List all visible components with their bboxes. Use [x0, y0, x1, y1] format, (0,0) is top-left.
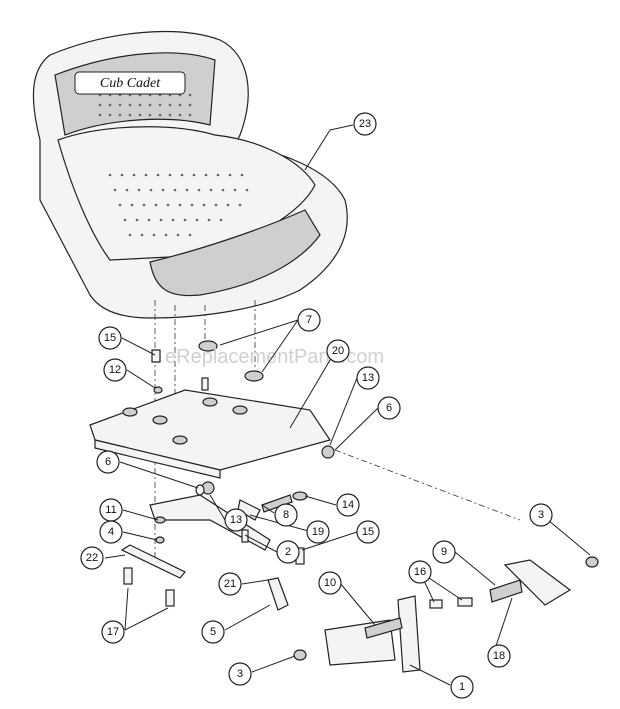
svg-text:11: 11: [105, 504, 116, 516]
washer-7a: [198, 340, 218, 352]
svg-text:6: 6: [386, 402, 392, 414]
svg-text:10: 10: [324, 577, 336, 589]
bolt-17b: [165, 589, 175, 607]
washer-13b: [195, 484, 205, 496]
seat: Cub Cadet: [32, 30, 348, 319]
callout-2: 2: [276, 540, 300, 564]
svg-text:22: 22: [86, 552, 98, 564]
svg-text:15: 15: [104, 332, 116, 344]
bolt-15a: [151, 349, 161, 363]
callout-1: 1: [450, 675, 474, 699]
callout-21: 21: [218, 572, 242, 596]
svg-text:1: 1: [459, 681, 465, 693]
callout-9: 9: [432, 540, 456, 564]
callout-13-bottom: 13: [224, 508, 248, 532]
svg-text:15: 15: [362, 526, 374, 538]
seat-logo: Cub Cadet: [74, 71, 186, 95]
svg-text:19: 19: [312, 526, 324, 538]
adjust-bar-22: [120, 544, 186, 579]
nut-3b: [585, 556, 599, 568]
callout-15-top: 15: [98, 326, 122, 350]
svg-text:23: 23: [359, 118, 371, 130]
svg-text:16: 16: [414, 566, 426, 578]
bolt-17a: [123, 567, 133, 585]
callout-6-left: 6: [96, 450, 120, 474]
spring-8: [261, 494, 293, 513]
callout-5: 5: [201, 620, 225, 644]
washer-11: [154, 516, 166, 524]
washer-14: [292, 491, 308, 501]
callout-8: 8: [274, 503, 298, 527]
callout-20: 20: [326, 339, 350, 363]
svg-text:4: 4: [108, 526, 114, 538]
bracket-9: [503, 559, 572, 606]
callout-17: 17: [101, 620, 125, 644]
callout-12: 12: [103, 358, 127, 382]
svg-text:9: 9: [441, 546, 447, 558]
seat-mount-plate: [89, 389, 331, 479]
spring-10: [364, 617, 403, 639]
latch-1: [397, 595, 421, 673]
callout-7: 7: [297, 308, 321, 332]
svg-text:8: 8: [283, 509, 289, 521]
callout-4: 4: [99, 520, 123, 544]
callout-18: 18: [487, 644, 511, 668]
nut-3a: [293, 649, 307, 661]
svg-text:Cub Cadet: Cub Cadet: [100, 76, 161, 91]
pin-2: [241, 529, 249, 543]
callout-15-bottom: 15: [356, 520, 380, 544]
callout-23: 23: [353, 112, 377, 136]
handle-5: [267, 577, 289, 611]
callout-3-right: 3: [529, 503, 553, 527]
stud: [201, 377, 209, 391]
callout-13-top: 13: [356, 366, 380, 390]
callout-14: 14: [336, 493, 360, 517]
washer-7b: [244, 370, 264, 382]
bolt-16b: [457, 597, 473, 607]
svg-text:14: 14: [342, 499, 354, 511]
nut-6a: [321, 445, 335, 459]
callout-6-right: 6: [377, 396, 401, 420]
svg-text:2: 2: [285, 546, 291, 558]
leader-lines: [104, 124, 591, 686]
nut-12: [153, 386, 163, 394]
svg-text:5: 5: [210, 626, 216, 638]
callout-10: 10: [318, 571, 342, 595]
svg-text:20: 20: [332, 345, 344, 357]
svg-text:17: 17: [107, 626, 119, 638]
svg-text:12: 12: [109, 364, 121, 376]
callout-16: 16: [408, 560, 432, 584]
svg-text:3: 3: [237, 668, 243, 680]
watermark: eReplacementParts.com: [165, 346, 384, 368]
svg-text:21: 21: [224, 578, 236, 590]
svg-text:6: 6: [105, 456, 111, 468]
nut-4: [155, 536, 165, 544]
callout-22: 22: [80, 546, 104, 570]
svg-text:13: 13: [230, 514, 242, 526]
spring-18: [489, 579, 523, 603]
callout-3-left: 3: [228, 662, 252, 686]
svg-text:3: 3: [538, 509, 544, 521]
svg-text:7: 7: [306, 314, 312, 326]
callout-11: 11: [99, 498, 123, 522]
bracket-19: [237, 499, 261, 521]
bolt-16a: [429, 599, 443, 609]
svg-text:18: 18: [493, 650, 505, 662]
callout-19: 19: [306, 520, 330, 544]
slide-rail: [149, 494, 271, 551]
svg-text:13: 13: [362, 372, 374, 384]
